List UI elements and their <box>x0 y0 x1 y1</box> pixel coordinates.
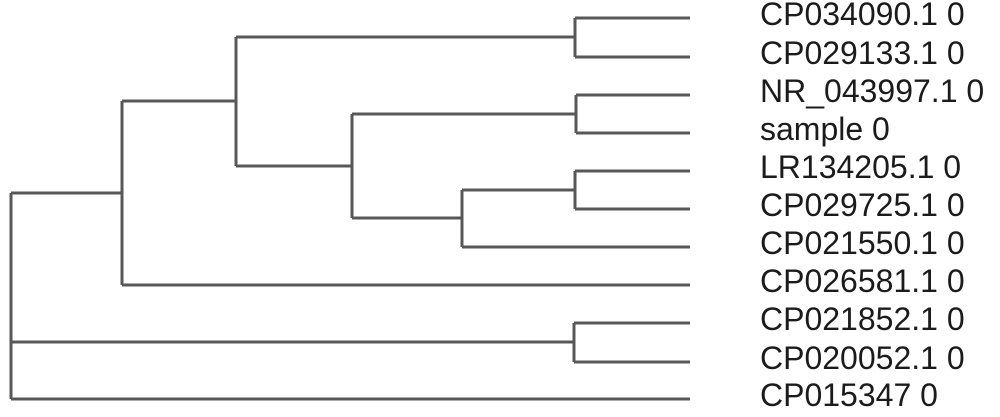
tree-branch-lines <box>9 16 690 401</box>
dendrogram-figure: CP034090.1 0 CP029133.1 0 NR_043997.1 0 … <box>9 0 985 413</box>
